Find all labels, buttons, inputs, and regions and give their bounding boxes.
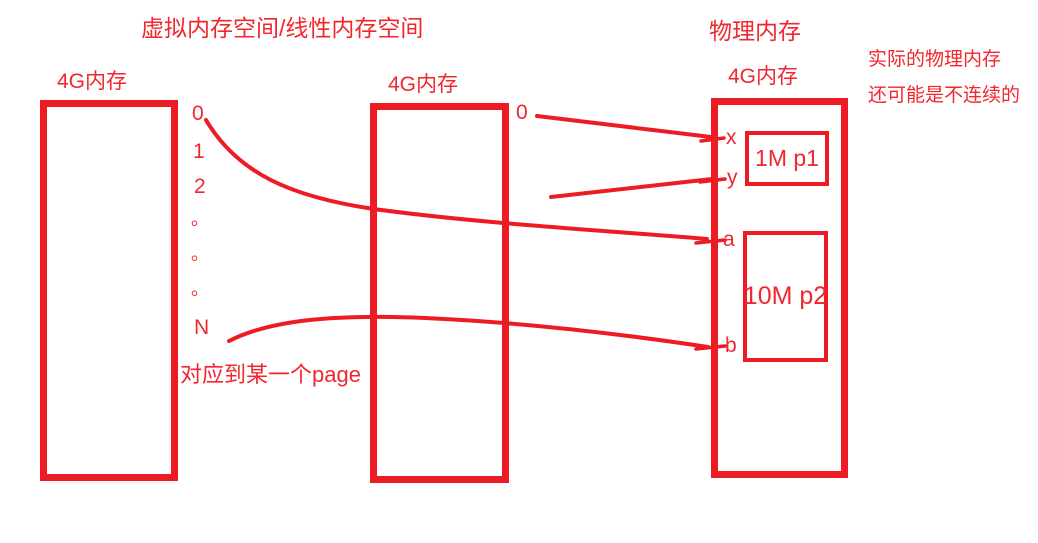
left-tick-2: 2: [194, 175, 206, 198]
left-tick-dot-2: 。: [191, 244, 209, 264]
phys-label-b: b: [725, 334, 737, 357]
virtual-memory-title: 虚拟内存空间/线性内存空间: [141, 15, 424, 41]
middle-box: [370, 103, 509, 483]
left-tick-0: 0: [192, 102, 204, 125]
page-p2-box: [743, 231, 828, 362]
middle-tick-0: 0: [516, 101, 528, 124]
left-tick-1: 1: [193, 140, 205, 163]
left-box-label: 4G内存: [57, 70, 128, 93]
page-p2-label: 10M p2: [743, 282, 828, 310]
mapping-curve-n-to-b: [227, 314, 710, 349]
tick-mark-y: [698, 177, 727, 184]
tick-mark-a: [694, 238, 727, 245]
phys-label-x: x: [726, 126, 737, 149]
physical-box: [711, 98, 848, 478]
mapping-curve-0-to-a: [204, 118, 709, 241]
physical-box-label: 4G内存: [728, 65, 799, 88]
phys-label-a: a: [723, 228, 735, 251]
left-tick-n: N: [194, 316, 210, 339]
tick-mark-b: [694, 344, 727, 351]
left-tick-dot-1: 。: [191, 209, 209, 229]
page-p1-label: 1M p1: [755, 145, 819, 171]
left-tick-dot-3: 。: [191, 279, 209, 299]
note-physical-line1: 实际的物理内存: [868, 49, 1002, 70]
mapping-line-0-to-x: [535, 114, 713, 139]
middle-box-label: 4G内存: [388, 73, 459, 96]
mapping-line-to-y: [549, 177, 714, 199]
phys-label-y: y: [727, 166, 738, 189]
tick-mark-x: [699, 136, 726, 143]
note-physical-line2: 还可能是不连续的: [868, 85, 1021, 106]
physical-memory-title: 物理内存: [709, 18, 801, 44]
left-box: [40, 100, 178, 481]
caption-page-mapping: 对应到某一个page: [180, 362, 361, 387]
page-p1-box: [745, 131, 829, 186]
